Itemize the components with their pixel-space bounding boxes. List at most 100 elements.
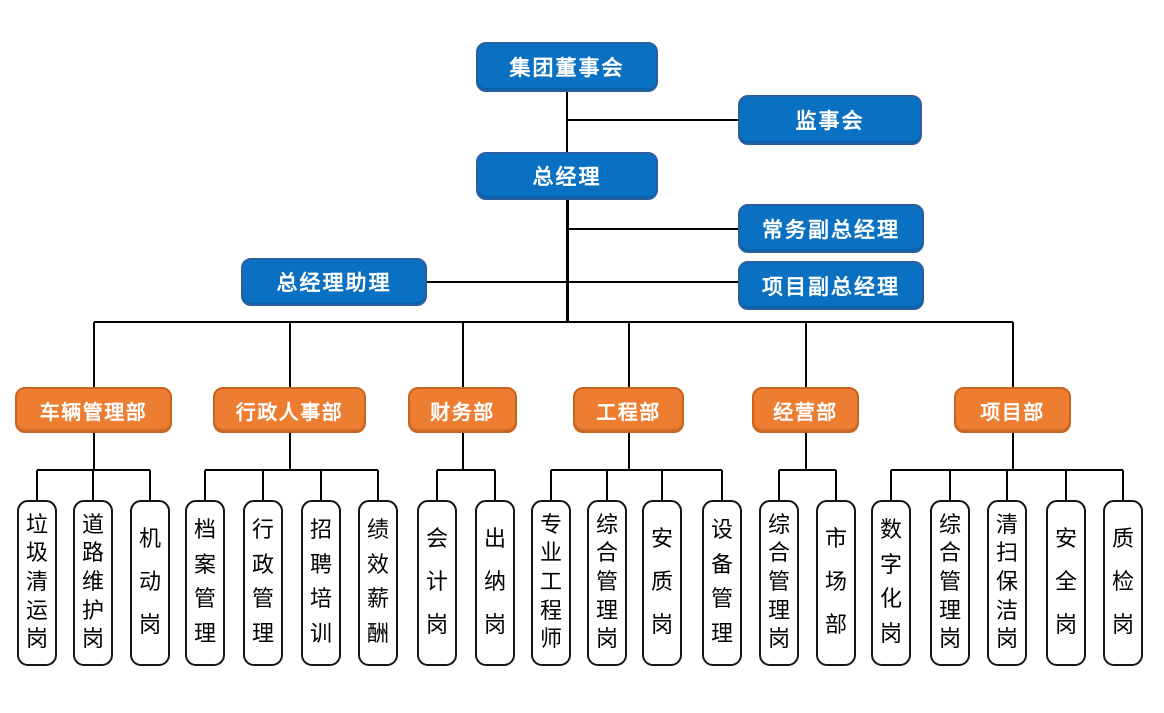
post-label-char: 管 [710,587,733,613]
post-label-char: 岗 [595,627,618,653]
dept-project: 项目部 [954,387,1071,433]
post-label-char: 会 [425,527,448,552]
post-label-char: 保 [995,569,1018,595]
connector-line [461,433,464,470]
post-label-char: 岗 [879,621,902,647]
post-label-char: 全 [1054,570,1077,595]
dept-vehicle-management: 车辆管理部 [15,387,172,433]
post-market-division: 市场部 [816,500,856,666]
post-label-char: 市 [824,527,847,552]
post-label-char: 洁 [995,598,1018,624]
node-gm-assistant: 总经理助理 [241,258,427,306]
connector-line [1065,470,1067,500]
connector-line [627,322,630,387]
connector-line [427,281,738,283]
post-label-char: 安 [1054,527,1077,552]
node-label: 总经理助理 [276,271,392,295]
connector-line [565,200,569,322]
post-label-char: 岗 [483,613,506,638]
post-label-char: 岗 [938,627,961,653]
post-accountant: 会计岗 [417,500,457,666]
post-quality-inspection: 质检岗 [1103,500,1143,666]
connector-line [804,322,807,387]
post-label-char: 岗 [425,613,448,638]
dept-label: 车辆管理部 [39,399,148,424]
post-cashier: 出纳岗 [475,500,515,666]
post-label-char: 圾 [25,541,48,567]
dept-operations: 经营部 [752,387,859,433]
post-label-char: 理 [193,621,216,647]
post-general-management-proj: 综合管理岗 [930,500,970,666]
post-safety-quality: 安质岗 [642,500,682,666]
post-label-char: 岗 [81,627,104,653]
connector-line [92,433,95,470]
node-label: 项目副总经理 [762,274,900,299]
dept-label: 工程部 [596,399,661,424]
post-label-char: 综 [938,512,961,538]
post-label-char: 质 [1111,527,1134,552]
post-label-char: 管 [938,569,961,595]
post-label-char: 理 [251,621,274,647]
connector-line [204,470,206,500]
connector-line [606,470,608,500]
connector-line [288,322,291,387]
post-label-char: 培 [309,587,332,613]
node-supervisory-board: 监事会 [738,95,922,145]
post-label-char: 路 [81,541,104,567]
post-label-char: 动 [138,570,161,595]
connector-line [205,469,378,471]
post-label-char: 岗 [767,627,790,653]
connector-line [149,470,151,500]
post-label-char: 管 [595,569,618,595]
post-label-char: 档 [193,518,216,544]
post-label-char: 理 [767,598,790,624]
post-label-char: 场 [824,570,847,595]
connector-line [721,470,723,500]
post-equipment-management: 设备管理 [702,500,742,666]
post-label-char: 岗 [25,627,48,653]
post-general-management-ops: 综合管理岗 [759,500,799,666]
connector-line [320,470,322,500]
connector-line [36,470,38,500]
post-label-char: 程 [539,598,562,624]
connector-line [1006,470,1008,500]
post-garbage-collection: 垃圾清运岗 [17,500,57,666]
post-label-char: 综 [767,512,790,538]
node-label: 监事会 [795,109,865,133]
post-label-char: 质 [650,570,673,595]
node-executive-deputy-gm: 常务副总经理 [738,204,924,253]
post-label-char: 纳 [483,570,506,595]
connector-line [890,470,892,500]
post-digitalization: 数字化岗 [871,500,911,666]
post-label-char: 计 [425,570,448,595]
connector-line [567,119,738,121]
post-label-char: 管 [193,587,216,613]
node-board-of-directors: 集团董事会 [476,42,658,92]
post-cleaning: 清扫保洁岗 [987,500,1027,666]
post-label-char: 理 [938,598,961,624]
connector-line [436,470,438,500]
post-label-char: 护 [81,598,104,624]
post-label-char: 数 [879,518,902,544]
post-performance-compensation: 绩效薪酬 [358,500,398,666]
post-label-char: 出 [483,527,506,552]
post-label-char: 政 [251,552,274,578]
connector-line [804,433,807,470]
post-label-char: 岗 [1054,613,1077,638]
post-label-char: 清 [995,512,1018,538]
post-label-char: 绩 [366,518,389,544]
connector-line [550,470,552,500]
post-label-char: 设 [710,518,733,544]
connector-line [92,322,95,387]
post-label-char: 专 [539,512,562,538]
post-label-char: 工 [539,569,562,595]
post-recruiting-training: 招聘培训 [301,500,341,666]
post-label-char: 垃 [25,512,48,538]
post-label-char: 岗 [1111,613,1134,638]
post-label-char: 合 [938,541,961,567]
post-label-char: 维 [81,569,104,595]
post-label-char: 字 [879,552,902,578]
connector-line [551,469,722,471]
post-label-char: 案 [193,552,216,578]
dept-engineering: 工程部 [573,387,684,433]
